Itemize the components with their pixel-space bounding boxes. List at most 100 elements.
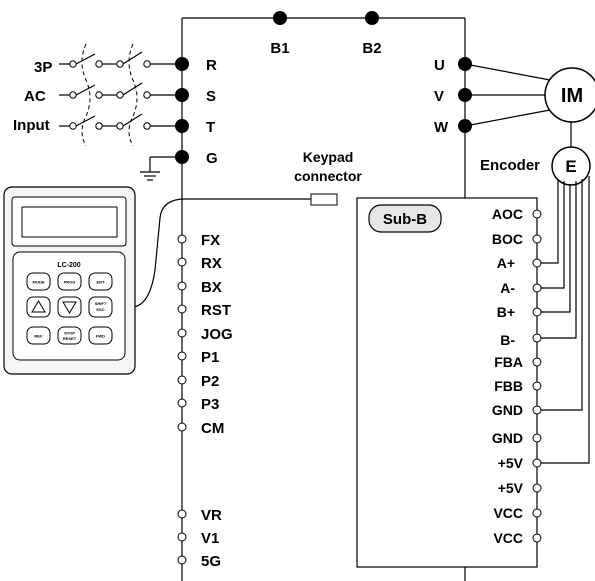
prog-button[interactable] [57, 272, 82, 291]
vr-terminal[interactable] [177, 509, 187, 519]
aoc-label: AOC [492, 206, 523, 222]
v1-terminal[interactable] [177, 532, 187, 542]
keypad-connector-port[interactable] [310, 193, 338, 206]
svg-text:FWD: FWD [96, 334, 105, 339]
fbb-terminal[interactable] [532, 381, 542, 391]
fwd-button[interactable] [88, 326, 113, 345]
rev-button[interactable] [26, 326, 51, 345]
output-section: U V W IM [434, 57, 595, 136]
boc-terminal[interactable] [532, 234, 542, 244]
b1-label: B1 [270, 40, 289, 57]
a-minus-terminal[interactable] [532, 283, 542, 293]
encoder-label: E [565, 157, 576, 176]
bx-label: BX [201, 279, 222, 296]
jog-terminal[interactable] [177, 328, 187, 338]
brake-terminals: B1 B2 [270, 11, 382, 57]
keypad-model-label: LC-200 [57, 262, 80, 269]
power-input: 3P AC Input [13, 43, 182, 181]
vr-label: VR [201, 507, 222, 524]
stop-reset-button[interactable] [57, 326, 82, 345]
svg-text:PROG: PROG [64, 280, 76, 285]
5g-label: 5G [201, 553, 221, 570]
vcc-label-2: VCC [493, 530, 523, 546]
boc-label: BOC [492, 231, 523, 247]
b-plus-terminal[interactable] [532, 307, 542, 317]
r-label: R [206, 57, 217, 74]
up-arrow-icon [31, 300, 46, 313]
b2-terminal[interactable] [365, 11, 379, 25]
sub-board-badge [368, 204, 442, 233]
gnd-label-1: GND [492, 402, 523, 418]
power-input-label-ac: AC [24, 88, 46, 105]
fx-label: FX [201, 232, 220, 249]
t-label: T [206, 119, 215, 136]
v-label: V [434, 88, 444, 105]
t-terminal[interactable] [175, 119, 189, 133]
u-label: U [434, 57, 445, 74]
keypad: LC-200 MODE PROG ENT SHIFT ESC REV STOP … [3, 186, 136, 375]
vcc-terminal-1[interactable] [532, 508, 542, 518]
svg-text:REV: REV [34, 334, 43, 339]
sub-board-label: Sub-B [383, 211, 427, 228]
aoc-terminal[interactable] [532, 209, 542, 219]
power-input-label-3p: 3P [34, 59, 52, 76]
b-minus-label: B- [500, 332, 515, 348]
plus5v-terminal-1[interactable] [532, 458, 542, 468]
svg-text:SHIFT: SHIFT [95, 301, 107, 306]
mode-button[interactable] [26, 272, 51, 291]
ent-button[interactable] [88, 272, 113, 291]
motor-label: IM [561, 85, 583, 107]
a-plus-terminal[interactable] [532, 258, 542, 268]
keypad-connector-label-2: connector [294, 168, 362, 184]
s-terminal[interactable] [175, 88, 189, 102]
down-button[interactable] [57, 296, 82, 318]
gnd-terminal-2[interactable] [532, 433, 542, 443]
encoder-caption: Encoder [480, 157, 540, 174]
jog-label: JOG [201, 326, 233, 343]
plus5v-terminal-2[interactable] [532, 483, 542, 493]
svg-text:MODE: MODE [33, 280, 45, 285]
cm-terminal[interactable] [177, 422, 187, 432]
svg-text:STOP: STOP [64, 331, 75, 336]
p2-label: P2 [201, 373, 219, 390]
rst-terminal[interactable] [177, 304, 187, 314]
vcc-terminal-2[interactable] [532, 533, 542, 543]
p1-terminal[interactable] [177, 351, 187, 361]
shift-esc-button[interactable] [88, 296, 113, 318]
svg-text:RESET: RESET [63, 336, 77, 341]
b1-terminal[interactable] [273, 11, 287, 25]
encoder: Encoder E [480, 122, 591, 464]
5g-terminal[interactable] [177, 555, 187, 565]
rx-terminal[interactable] [177, 257, 187, 267]
keypad-connector: Keypad connector [132, 149, 362, 308]
up-button[interactable] [26, 296, 51, 318]
fba-terminal[interactable] [532, 357, 542, 367]
vcc-label-1: VCC [493, 505, 523, 521]
keypad-screen [21, 206, 118, 238]
b-plus-label: B+ [497, 304, 515, 320]
keypad-connector-label-1: Keypad [303, 149, 354, 165]
rx-label: RX [201, 255, 222, 272]
fbb-label: FBB [494, 378, 523, 394]
r-terminal[interactable] [175, 57, 189, 71]
gnd-terminal-1[interactable] [532, 405, 542, 415]
p1-label: P1 [201, 349, 219, 366]
s-label: S [206, 88, 216, 105]
g-terminal[interactable] [175, 150, 189, 164]
a-minus-label: A- [500, 280, 515, 296]
p2-terminal[interactable] [177, 375, 187, 385]
analog-inputs: VR V1 5G [177, 507, 222, 570]
main-terminals: R S T G [175, 57, 218, 167]
svg-text:ESC: ESC [96, 307, 104, 312]
bx-terminal[interactable] [177, 281, 187, 291]
control-inputs: FX RX BX RST JOG P1 P2 P3 CM [177, 232, 233, 437]
rst-label: RST [201, 302, 231, 319]
b-minus-terminal[interactable] [532, 333, 542, 343]
plus5v-label-2: +5V [498, 480, 524, 496]
fx-terminal[interactable] [177, 234, 187, 244]
b2-label: B2 [362, 40, 381, 57]
down-arrow-icon [62, 301, 77, 314]
p3-terminal[interactable] [177, 398, 187, 408]
cm-label: CM [201, 420, 224, 437]
